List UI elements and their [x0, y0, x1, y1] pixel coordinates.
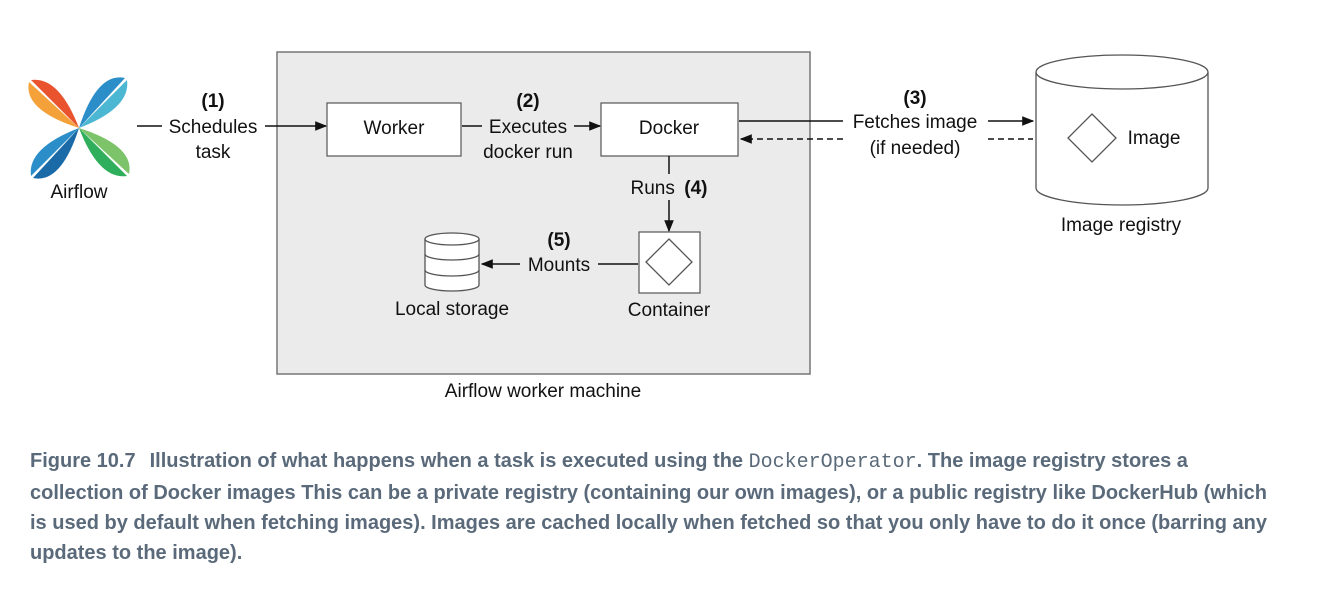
local-storage-label: Local storage — [395, 299, 509, 320]
step-4-text: Runs (4) — [630, 178, 707, 199]
step-1-line2: task — [196, 142, 231, 163]
step-5-label: Mounts — [528, 255, 590, 276]
docker-operator-diagram: Airflow Airflow worker machine (1) Sched… — [28, 51, 1209, 402]
image-diamond-icon — [1067, 113, 1117, 163]
step-4-label: Runs — [630, 178, 674, 199]
airflow-label: Airflow — [50, 182, 107, 203]
step-1-number: (1) — [201, 91, 224, 112]
step-2-line1: Executes — [489, 117, 567, 138]
worker-box — [326, 102, 462, 157]
caption-text-2: . The image registry stores a collection… — [30, 450, 1267, 564]
container-label: Container — [628, 300, 711, 321]
local-storage-database-icon — [424, 232, 480, 292]
image-label: Image — [1128, 128, 1181, 149]
step-3-line2: (if needed) — [870, 138, 961, 159]
machine-label: Airflow worker machine — [445, 381, 641, 402]
step-5-number: (5) — [547, 230, 570, 251]
step-2-number: (2) — [516, 91, 539, 112]
figure-caption: Figure 10.7 Illustration of what happens … — [30, 446, 1280, 568]
step-3-number: (3) — [903, 88, 926, 109]
caption-code: DockerOperator — [748, 451, 917, 474]
step-3-line1: Fetches image — [853, 112, 978, 133]
worker-label: Worker — [364, 118, 426, 139]
docker-label: Docker — [639, 118, 700, 139]
step-2-line2: docker run — [483, 142, 573, 163]
image-registry-label: Image registry — [1061, 215, 1182, 236]
container-diamond-icon — [645, 238, 693, 286]
step-4-number: (4) — [684, 178, 707, 199]
step-1-line1: Schedules — [169, 117, 258, 138]
caption-text-1: Illustration of what happens when a task… — [149, 450, 749, 472]
airflow-logo-icon — [28, 77, 130, 179]
airflow-worker-machine-box — [276, 51, 811, 375]
image-registry-cylinder-icon — [1035, 54, 1209, 206]
figure-number: Figure 10.7 — [30, 450, 136, 472]
